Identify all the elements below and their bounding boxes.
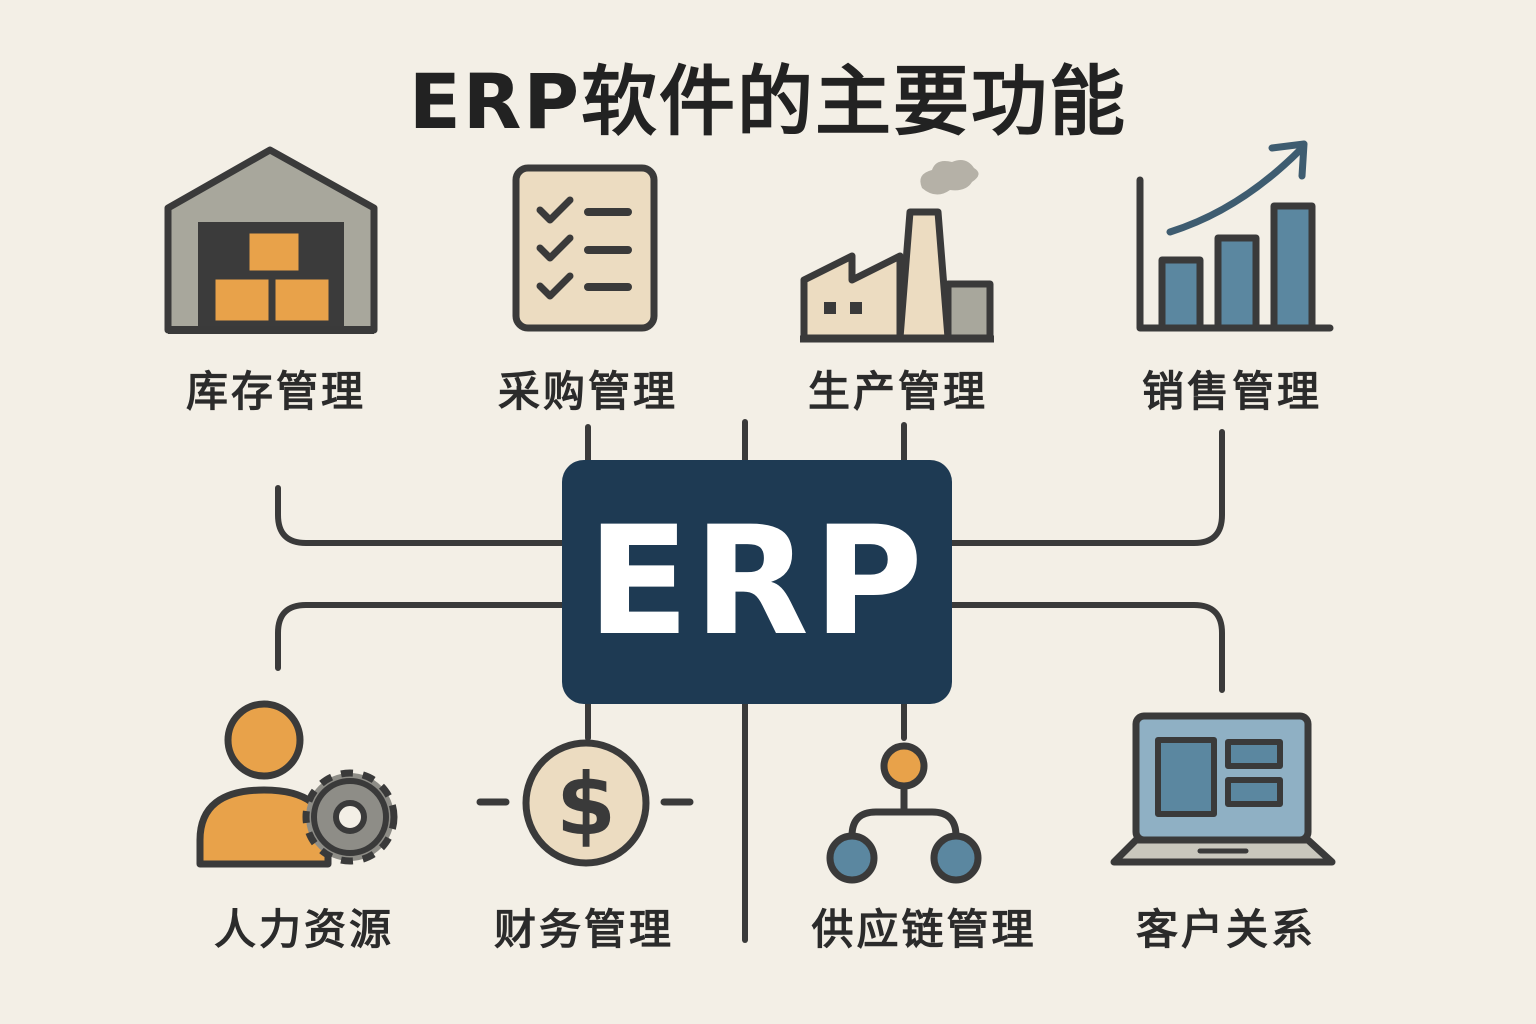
label-finance: 财务管理 — [493, 905, 674, 954]
label-sales: 销售管理 — [1141, 367, 1322, 416]
person-gear-icon — [196, 700, 398, 868]
label-supply-chain: 供应链管理 — [811, 905, 1037, 954]
laptop-icon — [1110, 712, 1336, 866]
checklist-icon — [512, 164, 658, 332]
connector-hr — [275, 602, 565, 671]
connector-lines — [275, 419, 1225, 943]
diagram-title: ERP软件的主要功能 — [408, 57, 1128, 146]
svg-text:$: $ — [556, 755, 616, 855]
erp-center-label: ERP — [587, 495, 927, 669]
connector-inventory — [275, 485, 565, 546]
factory-icon — [800, 160, 994, 343]
dollar-coin-icon: $ — [476, 739, 694, 867]
label-purchasing: 采购管理 — [497, 367, 678, 416]
connector-crm — [949, 602, 1225, 693]
label-crm: 客户关系 — [1135, 905, 1316, 954]
bar-chart-icon — [1136, 140, 1334, 332]
label-production: 生产管理 — [807, 367, 988, 416]
connector-sales — [949, 429, 1225, 546]
label-hr: 人力资源 — [213, 905, 394, 954]
label-inventory: 库存管理 — [185, 367, 366, 416]
erp-center-box: ERP — [562, 460, 952, 704]
warehouse-icon — [164, 146, 378, 334]
hierarchy-icon — [826, 742, 982, 884]
